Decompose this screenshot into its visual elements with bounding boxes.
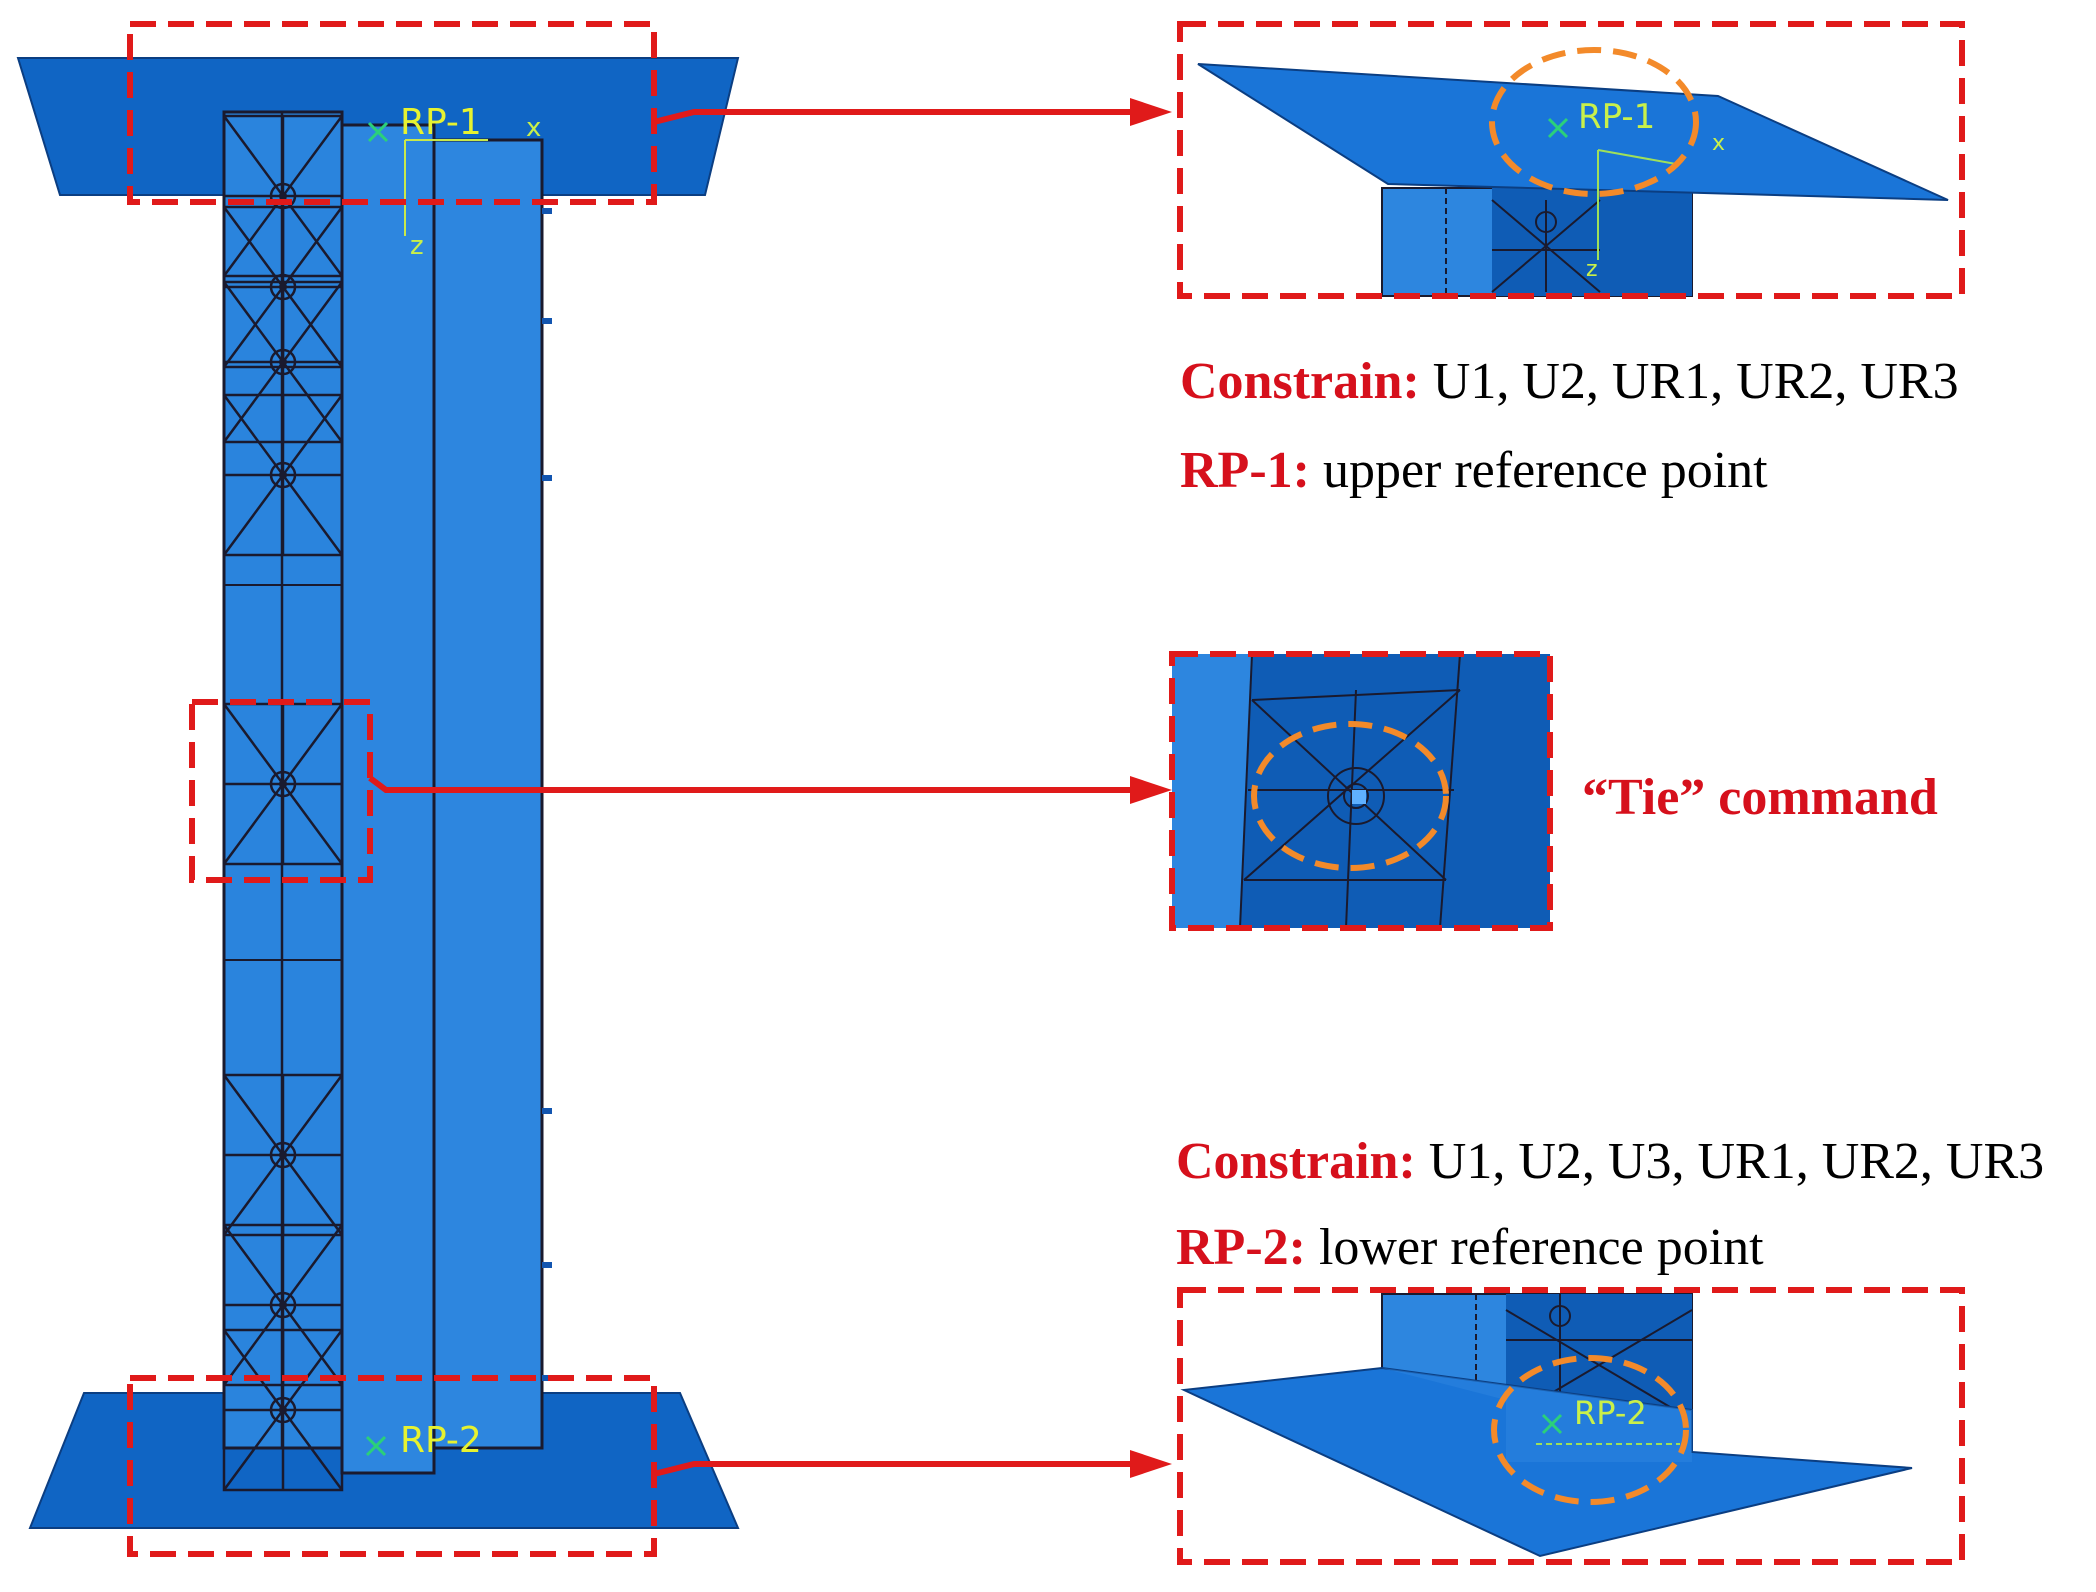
bottom-rp-value: lower reference point [1318,1219,1764,1276]
callout-arrows [368,98,1172,1478]
top-rp-label: RP-1: [1180,442,1310,499]
bottom-constrain-label: Constrain: [1176,1133,1416,1190]
highlight-ellipse-bottom [1491,1355,1689,1505]
left-callout-boxes [127,21,657,1557]
callout-box-top [127,21,657,205]
rp1-label: RP-1 [400,102,482,143]
detail-top: RP-1 x z [1177,21,1965,299]
detail-axis-x: x [1712,131,1725,156]
detail-bottom: RP-2 [1177,1287,1965,1565]
bottom-rp-label: RP-2: [1176,1219,1306,1276]
highlight-ellipse-top [1489,47,1699,197]
callout-box-bottom [127,1375,657,1557]
detail-middle [1169,651,1553,931]
callout-box-middle [189,699,373,883]
column-web [432,138,544,1450]
arrow-top [653,109,1130,125]
detail-rp1-label: RP-1 [1578,97,1655,137]
column-flange [340,123,436,1475]
highlight-ellipse-middle [1251,721,1449,871]
rp2-label: RP-2 [400,1420,482,1461]
axis-x-label: x [526,113,541,143]
bottom-constrain-value: U1, U2, U3, UR1, UR2, UR3 [1428,1133,2045,1190]
tie-command-text: “Tie” command [1582,769,1938,826]
bottom-rp-line: RP-2: lower reference point [1176,1222,1764,1274]
column-model: RP-1 x z RP-2 [16,57,740,1529]
bottom-constrain-line: Constrain: U1, U2, U3, UR1, UR2, UR3 [1176,1136,2044,1188]
detail-rp2-label: RP-2 [1574,1394,1647,1432]
arrow-middle [368,775,1130,793]
arrow-bottom [653,1461,1130,1477]
top-constrain-value: U1, U2, UR1, UR2, UR3 [1432,353,1959,410]
detail-axis-z: z [1586,257,1598,282]
top-plate-3d [1197,63,1949,201]
edge-ticks [542,208,552,1381]
top-constrain-label: Constrain: [1180,353,1420,410]
top-rp-value: upper reference point [1322,442,1768,499]
axis-z-label: z [410,231,424,261]
top-rp-line: RP-1: upper reference point [1180,445,1768,497]
top-constrain-line: Constrain: U1, U2, UR1, UR2, UR3 [1180,356,1959,408]
